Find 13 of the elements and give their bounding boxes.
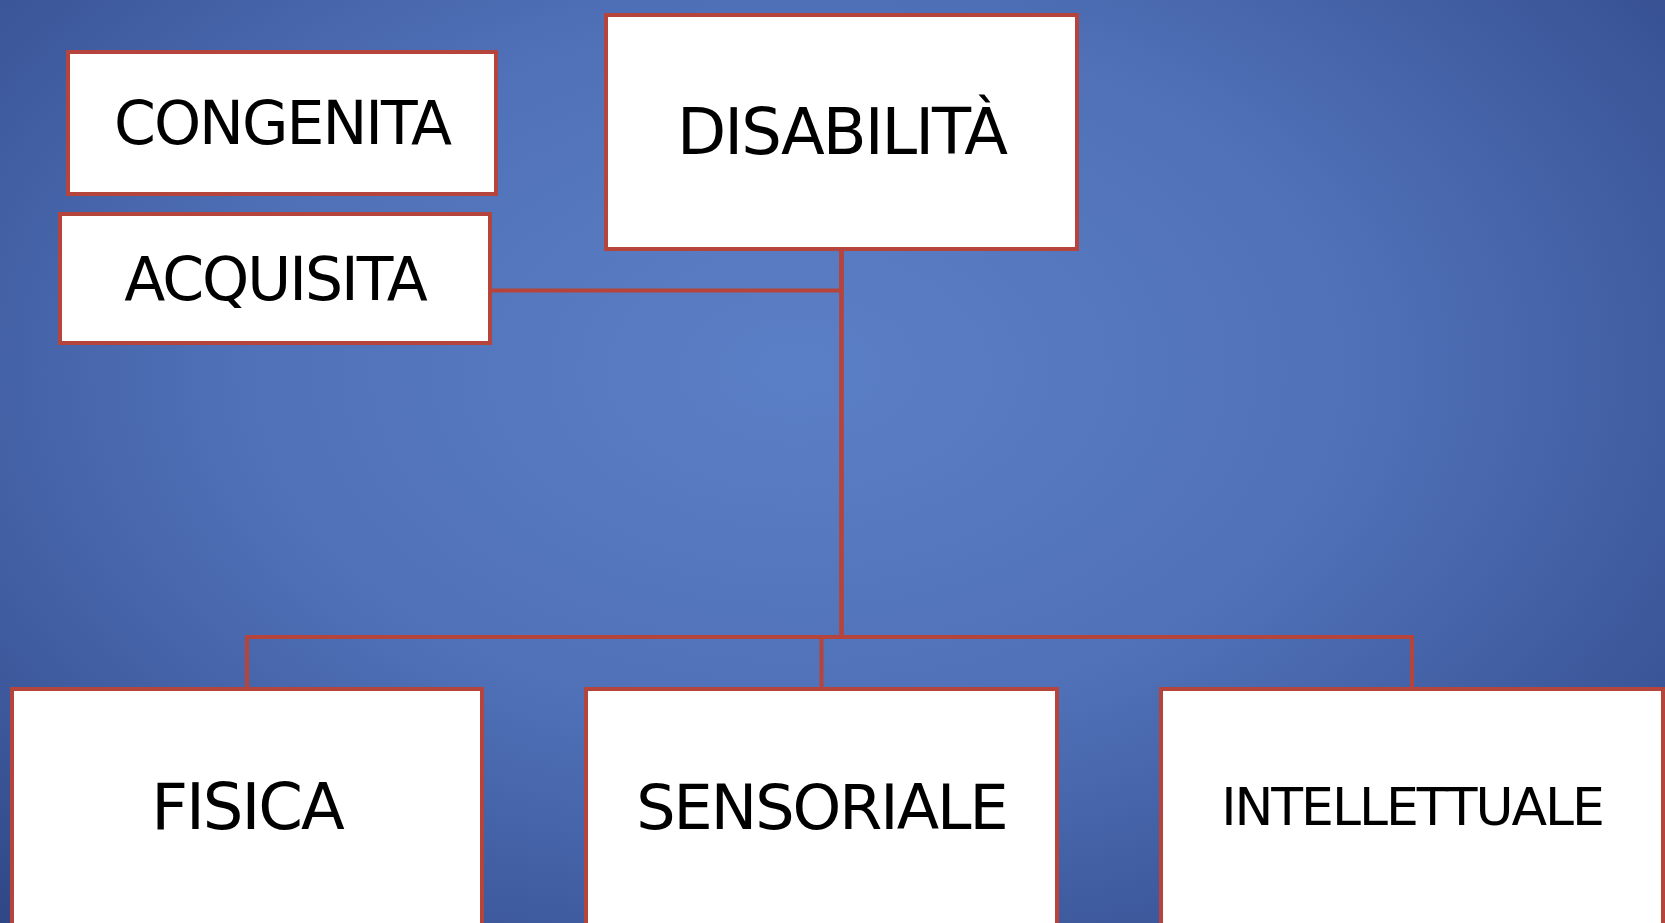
category-box	[58, 212, 492, 345]
category-label: DISABILITÀ	[677, 95, 1006, 169]
category-label: INTELLETTUALE	[1221, 777, 1603, 837]
category-box	[66, 50, 498, 196]
category-label: ACQUISITA	[124, 243, 426, 314]
category-box	[604, 13, 1079, 251]
category-box	[10, 687, 484, 923]
connector-line	[839, 251, 1414, 687]
category-label: CONGENITA	[114, 88, 450, 158]
category-label: SENSORIALE	[636, 770, 1007, 844]
category-label: FISICA	[151, 770, 343, 844]
category-box	[584, 687, 1059, 923]
category-box	[1159, 687, 1665, 923]
